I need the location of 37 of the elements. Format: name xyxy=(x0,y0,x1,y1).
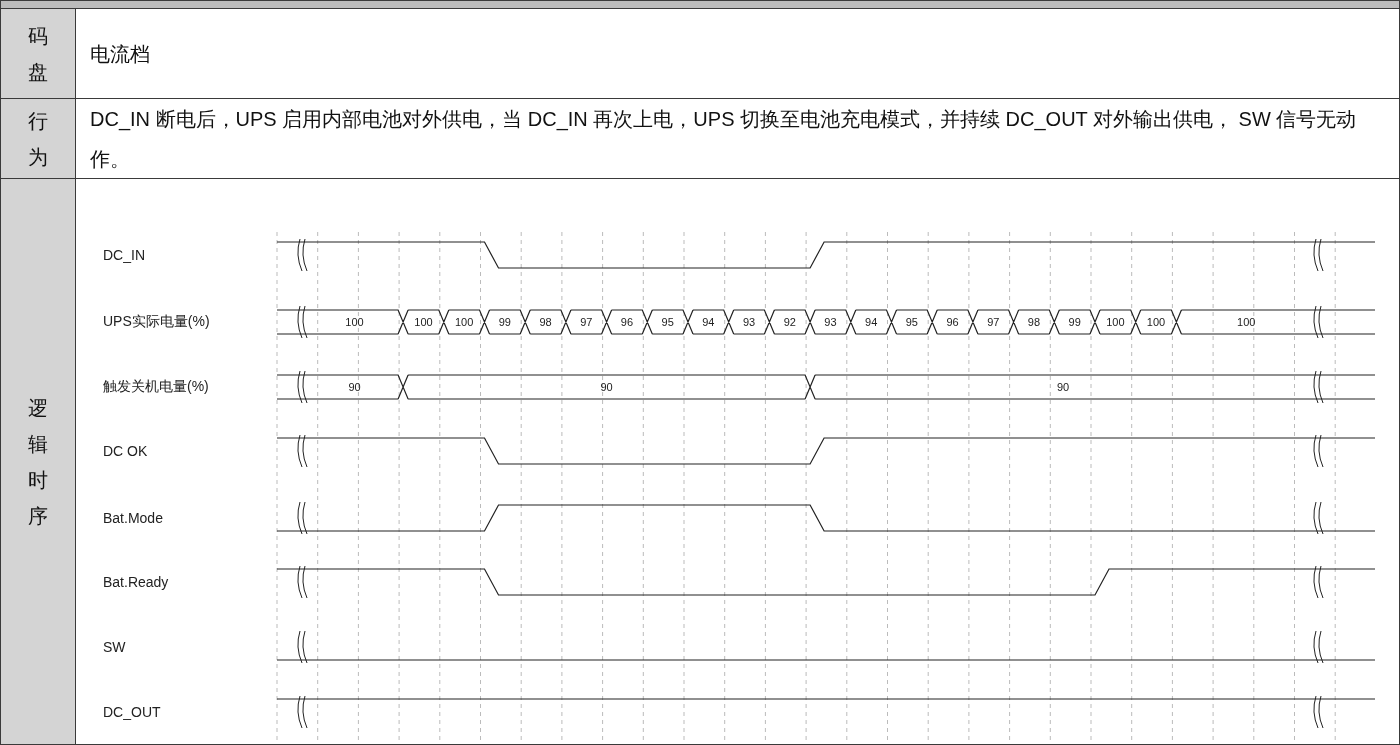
description-text: DC_IN 断电后，UPS 启用内部电池对外供电，当 DC_IN 再次上电，UPS 切换至电池充电模式，并持续 DC_OUT 对外输出供电， SW 信号无动作。 xyxy=(90,106,1358,172)
bus-value: 96 xyxy=(946,316,959,328)
row-header: 逻辑时序 xyxy=(27,395,49,529)
bus-value: 100 xyxy=(1146,316,1166,328)
bus-value: 90 xyxy=(600,381,613,393)
bus-value: 94 xyxy=(865,316,878,328)
signal-name: 触发关机电量(%) xyxy=(103,378,209,396)
bus-value: 98 xyxy=(1027,316,1041,328)
signal-name: Bat.Mode xyxy=(103,510,163,526)
bus-value: 95 xyxy=(661,316,674,328)
row-header: 码盘 xyxy=(27,23,49,85)
bus-value: 92 xyxy=(783,316,796,328)
bus-value: 98 xyxy=(539,316,552,328)
bus-value: 90 xyxy=(348,381,361,393)
bus-value: 90 xyxy=(1056,381,1070,393)
cell-text: 电流档 xyxy=(90,41,151,67)
bus-value: 95 xyxy=(905,316,918,328)
bus-value: 97 xyxy=(987,316,1000,328)
bus-value: 100 xyxy=(414,316,433,328)
bus-value: 96 xyxy=(620,316,634,328)
bus-value: 97 xyxy=(580,316,593,328)
bus-value: 99 xyxy=(498,316,511,328)
bus-value: 100 xyxy=(1237,316,1256,328)
bus-value: 93 xyxy=(824,316,837,328)
signal-name: Bat.Ready xyxy=(103,574,169,590)
bus-value: 99 xyxy=(1068,316,1081,328)
bus-value: 93 xyxy=(742,316,756,328)
signal-name: SW xyxy=(103,639,126,655)
signal-name: DC_IN xyxy=(103,247,145,263)
bus-value: 100 xyxy=(345,316,364,328)
bus-value: 100 xyxy=(454,316,474,328)
bus-value: 94 xyxy=(702,316,715,328)
bus-value: 100 xyxy=(1106,316,1125,328)
signal-name: DC OK xyxy=(103,443,148,459)
signal-name: UPS实际电量(%) xyxy=(103,313,210,331)
row-header: 行为 xyxy=(27,108,49,170)
signal-name: DC_OUT xyxy=(103,704,161,720)
